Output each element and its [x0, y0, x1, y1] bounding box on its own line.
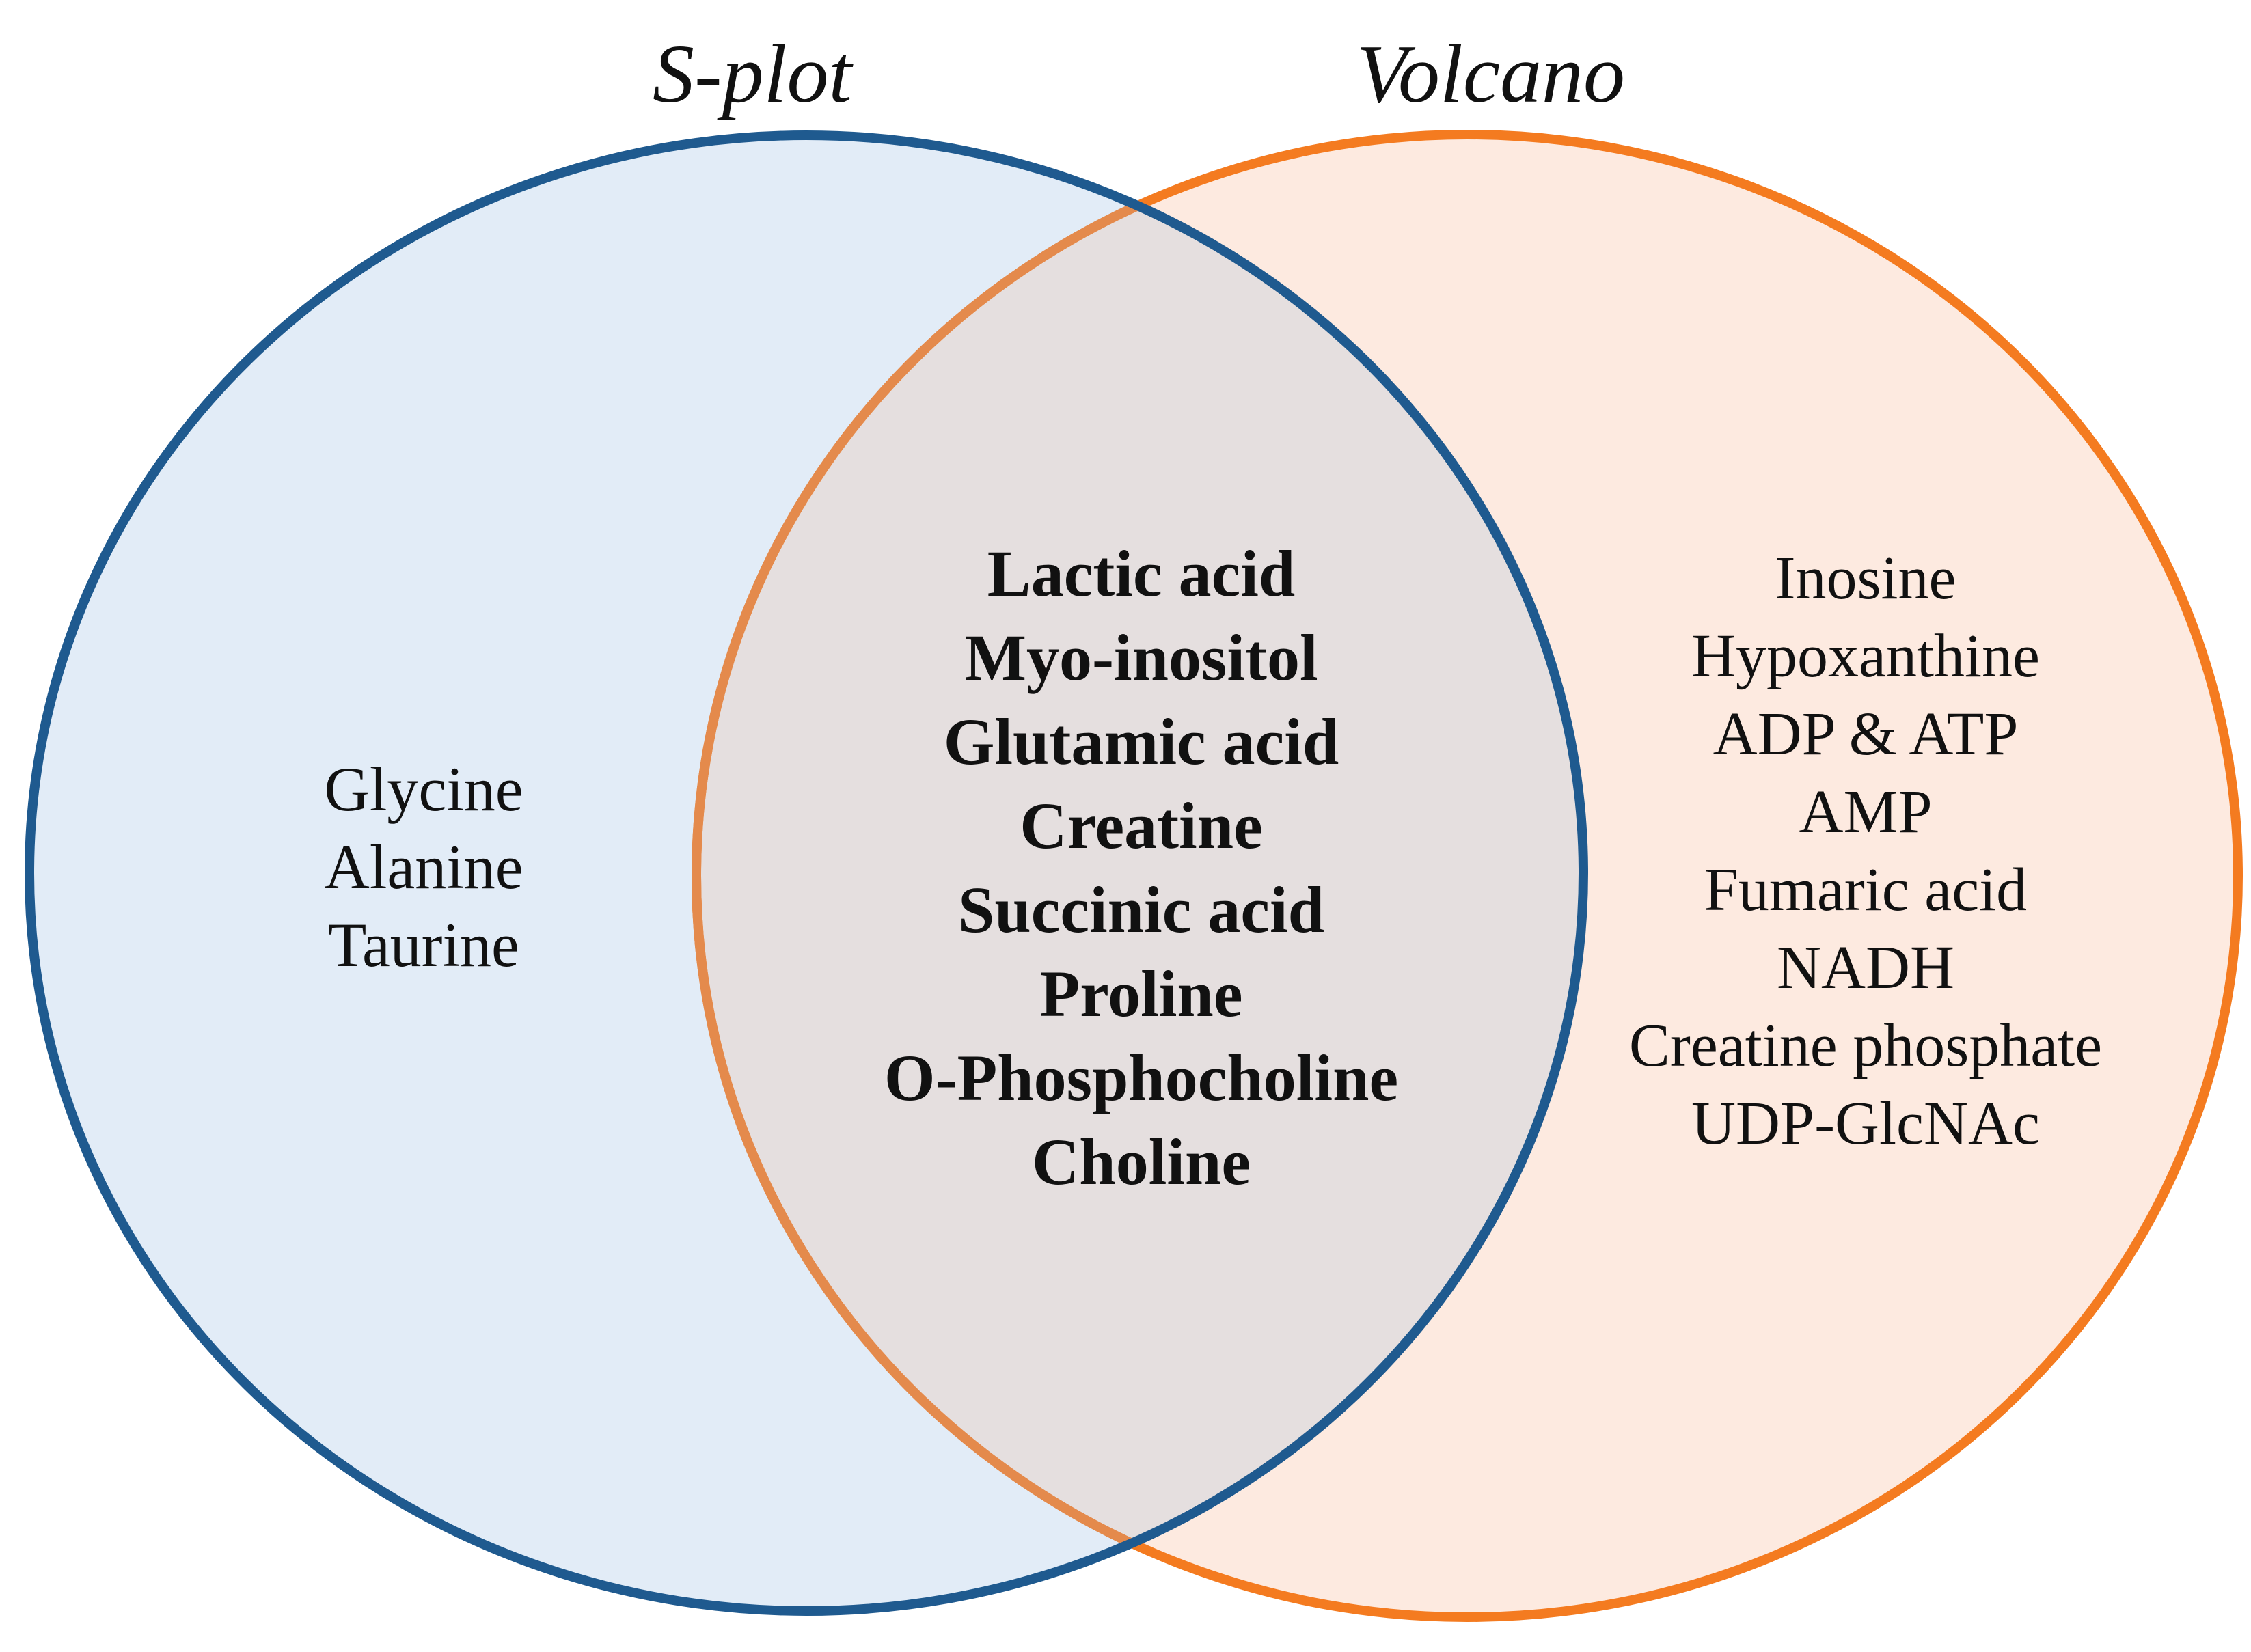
- list-item: Glutamic acid: [943, 705, 1339, 778]
- list-item: Choline: [1031, 1125, 1251, 1198]
- s-plot-only-list: Glycine Alanine Taurine: [246, 750, 601, 984]
- list-item: Hypoxanthine: [1691, 622, 2040, 690]
- list-item: Taurine: [328, 910, 519, 980]
- list-item: Myo-inositol: [964, 621, 1318, 694]
- list-item: NADH: [1777, 934, 1954, 1002]
- list-item: UDP-GlcNAc: [1691, 1090, 2040, 1157]
- list-item: Inosine: [1775, 545, 1956, 612]
- list-item: Alanine: [324, 832, 523, 902]
- list-item: Succinic acid: [957, 873, 1324, 946]
- volcano-set-title: Volcano: [1356, 28, 1626, 120]
- list-item: Fumaric acid: [1704, 856, 2028, 924]
- list-item: Glycine: [324, 754, 523, 824]
- list-item: O-Phosphocholine: [884, 1041, 1399, 1114]
- list-item: AMP: [1799, 778, 1933, 846]
- volcano-only-list: Inosine Hypoxanthine ADP & ATP AMP Fumar…: [1531, 540, 2200, 1163]
- s-plot-set-outline: [25, 130, 1588, 1616]
- list-item: ADP & ATP: [1713, 700, 2019, 768]
- list-item: Lactic acid: [987, 537, 1296, 610]
- list-item: Creatine: [1020, 789, 1263, 862]
- s-plot-set-title: S-plot: [653, 28, 852, 120]
- intersection-list: Lactic acid Myo-inositol Glutamic acid C…: [800, 532, 1483, 1204]
- list-item: Creatine phosphate: [1628, 1012, 2103, 1079]
- intersection-fill: [696, 135, 1583, 1611]
- list-item: Proline: [1039, 957, 1243, 1030]
- intersection-outline: [692, 135, 1583, 1611]
